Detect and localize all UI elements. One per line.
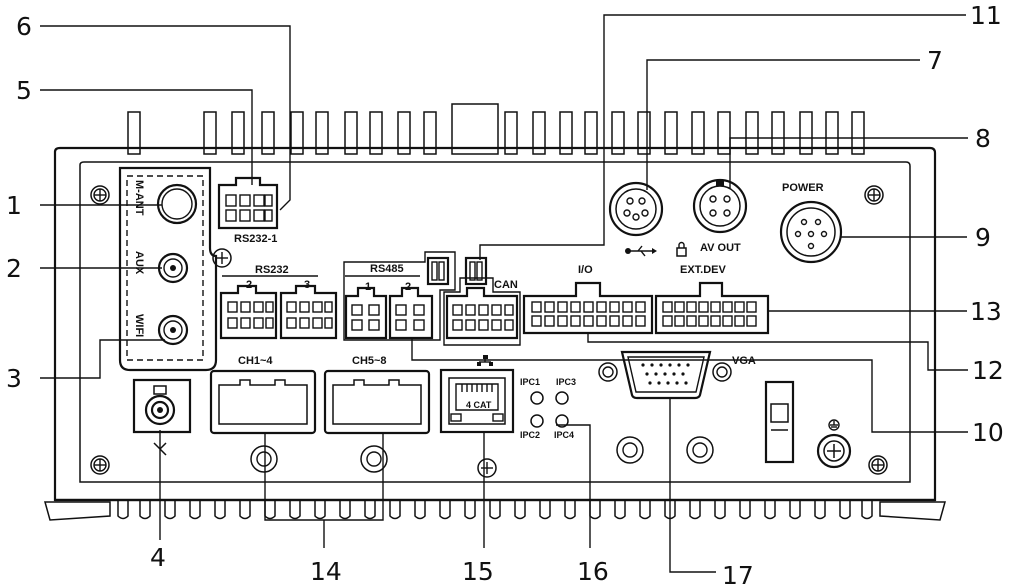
callout-17: 17 xyxy=(722,561,754,587)
screw-rs232-side xyxy=(212,248,232,268)
callout-11: 11 xyxy=(970,1,1002,30)
av-out-label: AV OUT xyxy=(700,242,741,254)
leader-lines xyxy=(40,14,968,573)
io-label: I/O xyxy=(578,264,593,276)
rs485-label: RS485 xyxy=(370,263,404,275)
callout-12: 12 xyxy=(972,356,1004,385)
callout-7: 7 xyxy=(927,46,943,75)
ipc4-label: IPC4 xyxy=(554,430,574,440)
rs232-port2-connector[interactable] xyxy=(219,284,278,340)
chassis xyxy=(53,146,937,502)
rs232-1-label: RS232-1 xyxy=(234,233,277,245)
aux-label: AUX xyxy=(133,251,145,275)
rs485-dip-switch[interactable] xyxy=(426,256,450,286)
ch5-8-label: CH5~8 xyxy=(352,355,387,367)
antenna-bay xyxy=(118,166,218,372)
callout-13: 13 xyxy=(970,297,1002,326)
callout-16: 16 xyxy=(577,557,609,586)
vga-label: VGA xyxy=(732,355,756,367)
rs232-label: RS232 xyxy=(255,264,289,276)
ipc3-led xyxy=(555,391,569,405)
ipc4-led xyxy=(555,414,569,428)
cat-label: 4 CAT xyxy=(466,400,492,410)
callout-8: 8 xyxy=(975,124,991,153)
callout-2: 2 xyxy=(6,254,22,283)
round-plug-4 xyxy=(686,436,714,464)
corner-screw-top-right xyxy=(864,185,884,205)
m-ant-label: M-ANT xyxy=(133,180,145,216)
wifi-connector[interactable] xyxy=(157,314,189,346)
gps-connector[interactable] xyxy=(132,378,192,434)
usb-icon xyxy=(625,245,657,257)
round-plug-3 xyxy=(616,436,644,464)
aux-connector[interactable] xyxy=(157,252,189,284)
corner-screw-bottom-left xyxy=(90,455,110,475)
rs232-port3-connector[interactable] xyxy=(279,284,338,340)
corner-screw-top-left xyxy=(90,185,110,205)
top-heatsink-fins xyxy=(127,103,865,155)
ground-terminal[interactable] xyxy=(816,433,852,469)
power-connector[interactable] xyxy=(779,200,843,264)
round-plug-1 xyxy=(250,445,278,473)
ch1-4-connector[interactable] xyxy=(209,369,317,435)
ipc1-label: IPC1 xyxy=(520,377,540,387)
io-connector[interactable] xyxy=(522,281,654,335)
wifi-label: WIFI xyxy=(133,314,145,337)
key-switch[interactable] xyxy=(764,380,795,464)
can-connector[interactable] xyxy=(445,286,519,340)
usb-connector[interactable] xyxy=(608,181,664,237)
callout-10: 10 xyxy=(972,418,1004,447)
callout-4: 4 xyxy=(150,543,166,572)
callout-5: 5 xyxy=(16,76,32,105)
rs485-port1-connector[interactable] xyxy=(344,286,388,340)
ext-dev-connector[interactable] xyxy=(654,281,770,335)
av-out-connector[interactable] xyxy=(692,178,748,234)
ipc2-label: IPC2 xyxy=(520,430,540,440)
ext-dev-label: EXT.DEV xyxy=(680,264,727,276)
lan-connector[interactable] xyxy=(439,368,515,434)
callout-15: 15 xyxy=(462,557,494,586)
rs485-port2-connector[interactable] xyxy=(388,286,434,340)
can-dip-switch[interactable] xyxy=(464,256,488,286)
ch1-4-label: CH1~4 xyxy=(238,355,273,367)
can-label: CAN xyxy=(494,279,518,291)
screw-lan-bottom xyxy=(477,458,497,478)
m-ant-connector[interactable] xyxy=(156,183,198,225)
ch5-8-connector[interactable] xyxy=(323,369,431,435)
rs232-1-connector[interactable] xyxy=(217,176,279,230)
ipc3-label: IPC3 xyxy=(556,377,576,387)
ground-icon xyxy=(828,419,840,431)
callout-9: 9 xyxy=(975,223,991,252)
ipc1-led xyxy=(530,391,544,405)
callout-6: 6 xyxy=(16,12,32,41)
vga-connector[interactable] xyxy=(598,350,732,400)
corner-screw-bottom-right xyxy=(868,455,888,475)
lock-icon xyxy=(676,241,687,257)
ipc2-led xyxy=(530,414,544,428)
callout-14: 14 xyxy=(310,557,342,586)
callout-3: 3 xyxy=(6,364,22,393)
round-plug-2 xyxy=(360,445,388,473)
bottom-heatsink-fins xyxy=(44,500,946,521)
power-label: POWER xyxy=(782,182,824,194)
callout-1: 1 xyxy=(6,191,22,220)
